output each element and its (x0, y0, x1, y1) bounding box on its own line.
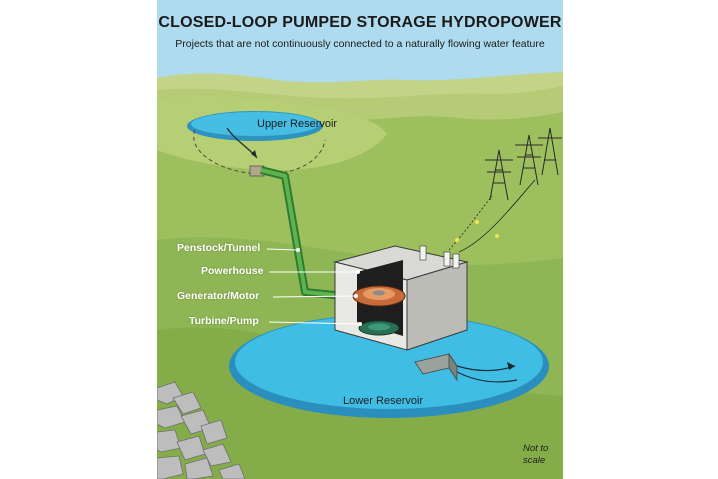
transformer-bushing (452, 253, 460, 269)
illustration-panel: CLOSED-LOOP PUMPED STORAGE HYDROPOWER Pr… (157, 0, 563, 479)
callout-penstock-tunnel: Penstock/Tunnel (177, 242, 261, 254)
scale-note-line2: scale (523, 455, 546, 466)
generator-shaft (373, 290, 385, 296)
transmission-line-2 (458, 179, 536, 253)
upper-reservoir (191, 112, 319, 136)
powerhouse-side (406, 261, 468, 351)
diagram-subtitle: Projects that are not continuously conne… (175, 38, 545, 50)
callout-dots (296, 248, 362, 326)
diagram-title: CLOSED-LOOP PUMPED STORAGE HYDROPOWER (158, 14, 562, 31)
callout-generator-motor: Generator/Motor (177, 290, 260, 302)
turbine-runner (368, 323, 390, 331)
landscape-illustration (157, 0, 563, 479)
scale-note-line1: Not to (523, 443, 549, 454)
insulator-dot (455, 238, 459, 242)
upper-flow-arrowhead (251, 150, 257, 158)
lower-flow-arrow-2 (456, 371, 518, 383)
outlet-side (448, 352, 458, 382)
transformer-bushing (419, 245, 427, 261)
transmission-towers (485, 127, 562, 201)
callout-leaders (266, 248, 360, 325)
scale-note: Not to scale (523, 443, 548, 467)
transformer-bushing (443, 251, 451, 267)
lower-flow-arrowhead (507, 362, 515, 370)
insulator-dot (495, 234, 499, 238)
callout-powerhouse: Powerhouse (201, 265, 264, 277)
insulator-dot (475, 220, 479, 224)
rock-pile (157, 381, 246, 479)
lower-reservoir (235, 315, 543, 409)
lower-reservoir-label: Lower Reservoir (343, 395, 424, 407)
upper-reservoir-label: Upper Reservoir (257, 118, 338, 130)
transmission-line-1 (448, 195, 493, 251)
callout-turbine-pump: Turbine/Pump (189, 315, 259, 327)
